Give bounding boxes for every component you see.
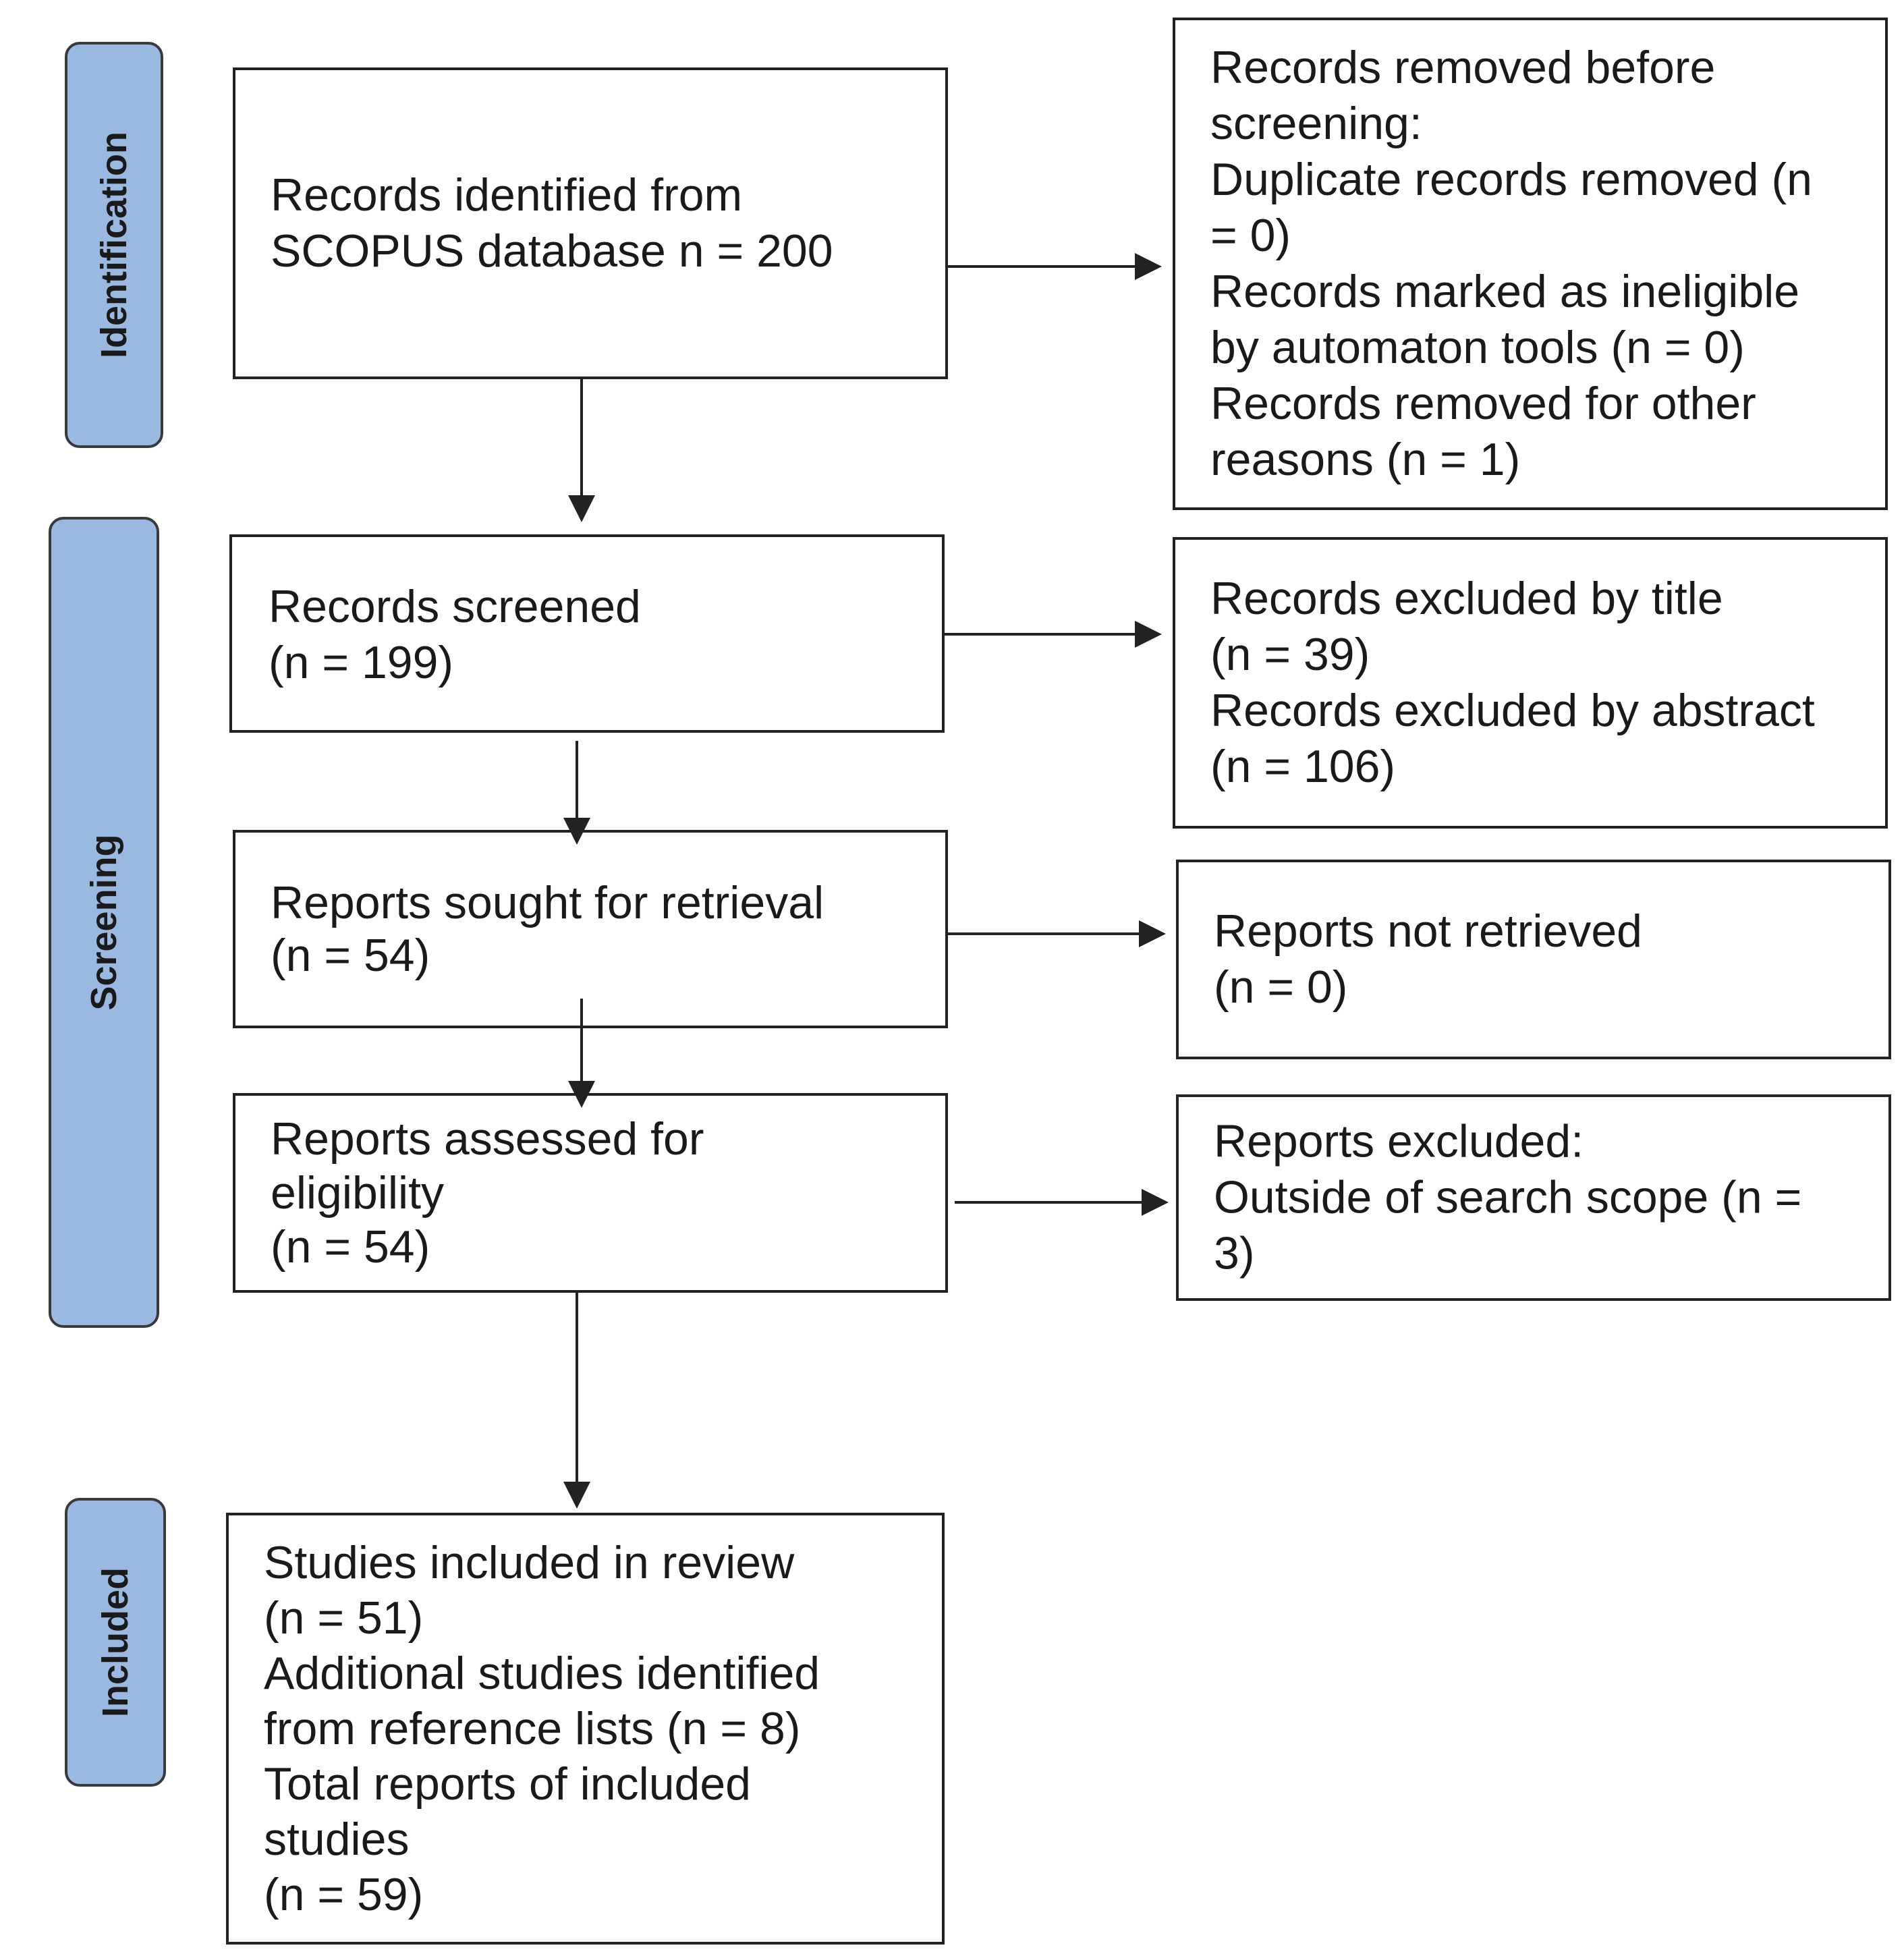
text-line: Records excluded by title bbox=[1210, 573, 1723, 624]
phase-label-screening: Screening bbox=[84, 834, 124, 1011]
text-line: from reference lists (n = 8) bbox=[264, 1703, 801, 1754]
box-records-removed: Records removed before screening: Duplic… bbox=[1173, 18, 1888, 510]
text-line: = 0) bbox=[1210, 210, 1291, 261]
text-line: studies bbox=[264, 1814, 410, 1865]
text-line: (n = 59) bbox=[264, 1869, 424, 1920]
text-line: Records excluded by abstract bbox=[1210, 685, 1815, 736]
text-line: screening: bbox=[1210, 98, 1422, 149]
box-reports-excluded-text: Reports excluded: Outside of search scop… bbox=[1214, 1114, 1868, 1282]
text-line: Outside of search scope (n = bbox=[1214, 1171, 1802, 1223]
box-studies-included: Studies included in review (n = 51) Addi… bbox=[226, 1513, 945, 1945]
box-reports-not-retrieved: Reports not retrieved (n = 0) bbox=[1176, 860, 1891, 1059]
text-line: 3) bbox=[1214, 1227, 1255, 1279]
arrowhead-right bbox=[1142, 1189, 1169, 1216]
phase-label-identification: Identification bbox=[94, 132, 134, 358]
text-line: Reports assessed for bbox=[271, 1113, 704, 1165]
text-line: (n = 106) bbox=[1210, 741, 1396, 792]
box-records-excluded-text: Records excluded by title (n = 39) Recor… bbox=[1210, 571, 1865, 795]
text-line: (n = 54) bbox=[271, 930, 430, 981]
arrowhead-down bbox=[568, 495, 595, 522]
arrowhead-right bbox=[1135, 253, 1162, 280]
text-line: eligibility bbox=[271, 1167, 444, 1219]
box-reports-sought-text: Reports sought for retrieval (n = 54) bbox=[271, 876, 925, 982]
text-line: Records identified from bbox=[271, 169, 743, 221]
box-reports-sought: Reports sought for retrieval (n = 54) bbox=[233, 830, 948, 1028]
phase-screening: Screening bbox=[49, 517, 159, 1328]
arrowhead-down bbox=[563, 1482, 590, 1509]
text-line: (n = 199) bbox=[269, 637, 454, 688]
box-records-removed-text: Records removed before screening: Duplic… bbox=[1210, 40, 1865, 488]
text-line: Additional studies identified bbox=[264, 1648, 820, 1699]
phase-identification: Identification bbox=[65, 42, 163, 448]
text-line: Reports not retrieved bbox=[1214, 905, 1642, 957]
phase-label-included: Included bbox=[95, 1567, 136, 1718]
text-line: Records removed for other bbox=[1210, 378, 1756, 429]
box-reports-not-retrieved-text: Reports not retrieved (n = 0) bbox=[1214, 903, 1868, 1015]
box-studies-included-text: Studies included in review (n = 51) Addi… bbox=[264, 1535, 922, 1922]
text-line: Records removed before bbox=[1210, 42, 1716, 93]
text-line: (n = 39) bbox=[1210, 629, 1370, 680]
text-line: (n = 0) bbox=[1214, 961, 1348, 1013]
text-line: Records marked as ineligible bbox=[1210, 266, 1800, 317]
text-line: (n = 51) bbox=[264, 1592, 424, 1644]
box-reports-assessed-text: Reports assessed for eligibility (n = 54… bbox=[271, 1112, 925, 1274]
text-line: Studies included in review bbox=[264, 1537, 795, 1588]
box-records-excluded: Records excluded by title (n = 39) Recor… bbox=[1173, 537, 1888, 829]
text-line: SCOPUS database n = 200 bbox=[271, 225, 833, 277]
box-records-screened-text: Records screened (n = 199) bbox=[269, 579, 922, 691]
text-line: reasons (n = 1) bbox=[1210, 434, 1521, 485]
box-reports-excluded: Reports excluded: Outside of search scop… bbox=[1176, 1094, 1891, 1301]
box-records-identified: Records identified from SCOPUS database … bbox=[233, 67, 948, 379]
box-records-screened: Records screened (n = 199) bbox=[229, 534, 945, 733]
phase-included: Included bbox=[65, 1498, 166, 1787]
text-line: (n = 54) bbox=[271, 1221, 430, 1273]
text-line: Records screened bbox=[269, 581, 641, 632]
text-line: Reports sought for retrieval bbox=[271, 877, 824, 928]
text-line: Total reports of included bbox=[264, 1758, 751, 1810]
text-line: by automaton tools (n = 0) bbox=[1210, 322, 1745, 373]
box-records-identified-text: Records identified from SCOPUS database … bbox=[271, 167, 925, 279]
text-line: Reports excluded: bbox=[1214, 1115, 1584, 1167]
text-line: Duplicate records removed (n bbox=[1210, 154, 1812, 205]
arrowhead-right bbox=[1135, 621, 1162, 648]
box-reports-assessed: Reports assessed for eligibility (n = 54… bbox=[233, 1093, 948, 1293]
arrowhead-right bbox=[1139, 920, 1166, 947]
